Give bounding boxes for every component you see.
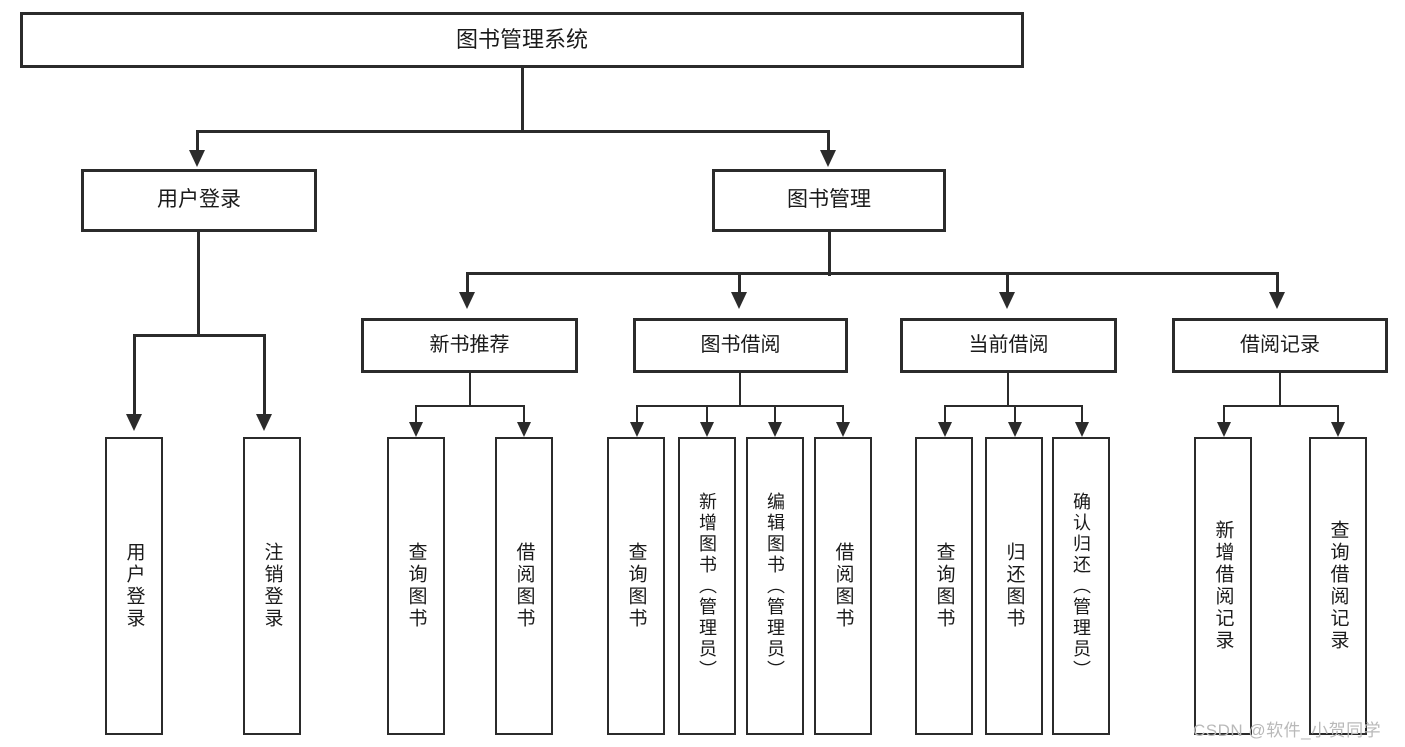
connector-book-borrow-leaf-2 [706, 405, 708, 424]
leaf-query-borrow-record[interactable]: 查询借阅记录 [1309, 437, 1367, 735]
connector-new-book-leaf-1 [415, 405, 417, 424]
arrowhead-user-login [189, 150, 205, 167]
connector-book-mgmt-to-current-borrow [1006, 272, 1009, 294]
node-current-borrow[interactable]: 当前借阅 [900, 318, 1117, 373]
connector-user-login-bar [133, 334, 265, 337]
connector-current-borrow-stem [1007, 373, 1009, 407]
connector-new-book-leaf-2 [523, 405, 525, 424]
leaf-label: 确认归还（管理员） [1071, 491, 1091, 681]
arrowhead-current-borrow [999, 292, 1015, 309]
leaf-label: 查询借阅记录 [1327, 520, 1349, 652]
connector-user-login-leaf-1 [133, 334, 136, 416]
arrowhead-leaf-query-book-2 [630, 422, 644, 437]
leaf-label: 编辑图书（管理员） [765, 491, 785, 681]
arrowhead-leaf-user-login [126, 414, 142, 431]
arrowhead-leaf-query-book-3 [938, 422, 952, 437]
arrowhead-leaf-borrow-book-2 [836, 422, 850, 437]
leaf-user-login[interactable]: 用户登录 [105, 437, 163, 735]
leaf-add-borrow-record[interactable]: 新增借阅记录 [1194, 437, 1252, 735]
connector-book-mgmt-stem [828, 232, 831, 276]
arrowhead-new-book [459, 292, 475, 309]
node-root-system[interactable]: 图书管理系统 [20, 12, 1024, 68]
leaf-borrow-book-borrow[interactable]: 借阅图书 [814, 437, 872, 735]
arrowhead-book-borrow [731, 292, 747, 309]
node-label: 新书推荐 [429, 334, 510, 356]
arrowhead-borrow-record [1269, 292, 1285, 309]
node-user-login[interactable]: 用户登录 [81, 169, 317, 232]
leaf-label: 借阅图书 [513, 542, 535, 630]
leaf-add-book-admin[interactable]: 新增图书（管理员） [678, 437, 736, 735]
connector-book-mgmt-to-borrow-record [1276, 272, 1279, 294]
leaf-query-book-current[interactable]: 查询图书 [915, 437, 973, 735]
connector-new-book-bar [415, 405, 525, 407]
connector-current-borrow-leaf-2 [1014, 405, 1016, 424]
connector-borrow-record-leaf-2 [1337, 405, 1339, 424]
leaf-label: 新增借阅记录 [1212, 520, 1234, 652]
arrowhead-leaf-logout [256, 414, 272, 431]
arrowhead-leaf-edit-book [768, 422, 782, 437]
node-book-management[interactable]: 图书管理 [712, 169, 946, 232]
arrowhead-leaf-borrow-book-1 [517, 422, 531, 437]
leaf-return-book[interactable]: 归还图书 [985, 437, 1043, 735]
arrowhead-leaf-query-book-1 [409, 422, 423, 437]
connector-book-borrow-leaf-3 [774, 405, 776, 424]
connector-book-borrow-stem [739, 373, 741, 407]
connector-root-bar [196, 130, 829, 133]
connector-new-book-stem [469, 373, 471, 407]
leaf-edit-book-admin[interactable]: 编辑图书（管理员） [746, 437, 804, 735]
leaf-label: 归还图书 [1003, 542, 1025, 630]
connector-borrow-record-stem [1279, 373, 1281, 407]
leaf-query-book-new[interactable]: 查询图书 [387, 437, 445, 735]
node-label: 图书管理系统 [455, 27, 588, 53]
node-label: 用户登录 [157, 188, 241, 212]
node-label: 图书借阅 [700, 334, 781, 356]
connector-borrow-record-leaf-1 [1223, 405, 1225, 424]
arrowhead-leaf-add-record [1217, 422, 1231, 437]
node-label: 图书管理 [787, 188, 871, 212]
node-label: 借阅记录 [1240, 334, 1320, 356]
connector-root-stem [521, 68, 524, 133]
node-new-book-recommend[interactable]: 新书推荐 [361, 318, 578, 373]
connector-book-borrow-leaf-4 [842, 405, 844, 424]
leaf-label: 借阅图书 [832, 542, 854, 630]
connector-root-to-user-login [196, 130, 199, 152]
leaf-label: 查询图书 [405, 542, 427, 630]
connector-current-borrow-bar [944, 405, 1083, 407]
leaf-confirm-return-admin[interactable]: 确认归还（管理员） [1052, 437, 1110, 735]
leaf-label: 用户登录 [123, 542, 145, 630]
connector-book-mgmt-bar [466, 272, 1278, 275]
connector-borrow-record-bar [1223, 405, 1339, 407]
connector-root-to-book-mgmt [827, 130, 830, 152]
arrowhead-leaf-confirm-return [1075, 422, 1089, 437]
leaf-logout[interactable]: 注销登录 [243, 437, 301, 735]
leaf-label: 注销登录 [261, 542, 283, 630]
arrowhead-leaf-add-book [700, 422, 714, 437]
node-book-borrow[interactable]: 图书借阅 [633, 318, 848, 373]
arrowhead-leaf-return-book [1008, 422, 1022, 437]
connector-current-borrow-leaf-3 [1081, 405, 1083, 424]
node-label: 当前借阅 [968, 334, 1049, 356]
arrowhead-book-mgmt [820, 150, 836, 167]
connector-current-borrow-leaf-1 [944, 405, 946, 424]
leaf-label: 查询图书 [625, 542, 647, 630]
connector-book-mgmt-to-book-borrow [738, 272, 741, 294]
node-borrow-record[interactable]: 借阅记录 [1172, 318, 1388, 373]
leaf-query-book-borrow[interactable]: 查询图书 [607, 437, 665, 735]
leaf-label: 新增图书（管理员） [697, 491, 717, 681]
connector-user-login-stem [197, 232, 200, 337]
connector-book-borrow-leaf-1 [636, 405, 638, 424]
leaf-borrow-book-new[interactable]: 借阅图书 [495, 437, 553, 735]
connector-book-borrow-bar [636, 405, 844, 407]
leaf-label: 查询图书 [933, 542, 955, 630]
connector-book-mgmt-to-new-book [466, 272, 469, 294]
arrowhead-leaf-query-record [1331, 422, 1345, 437]
connector-user-login-leaf-2 [263, 334, 266, 416]
